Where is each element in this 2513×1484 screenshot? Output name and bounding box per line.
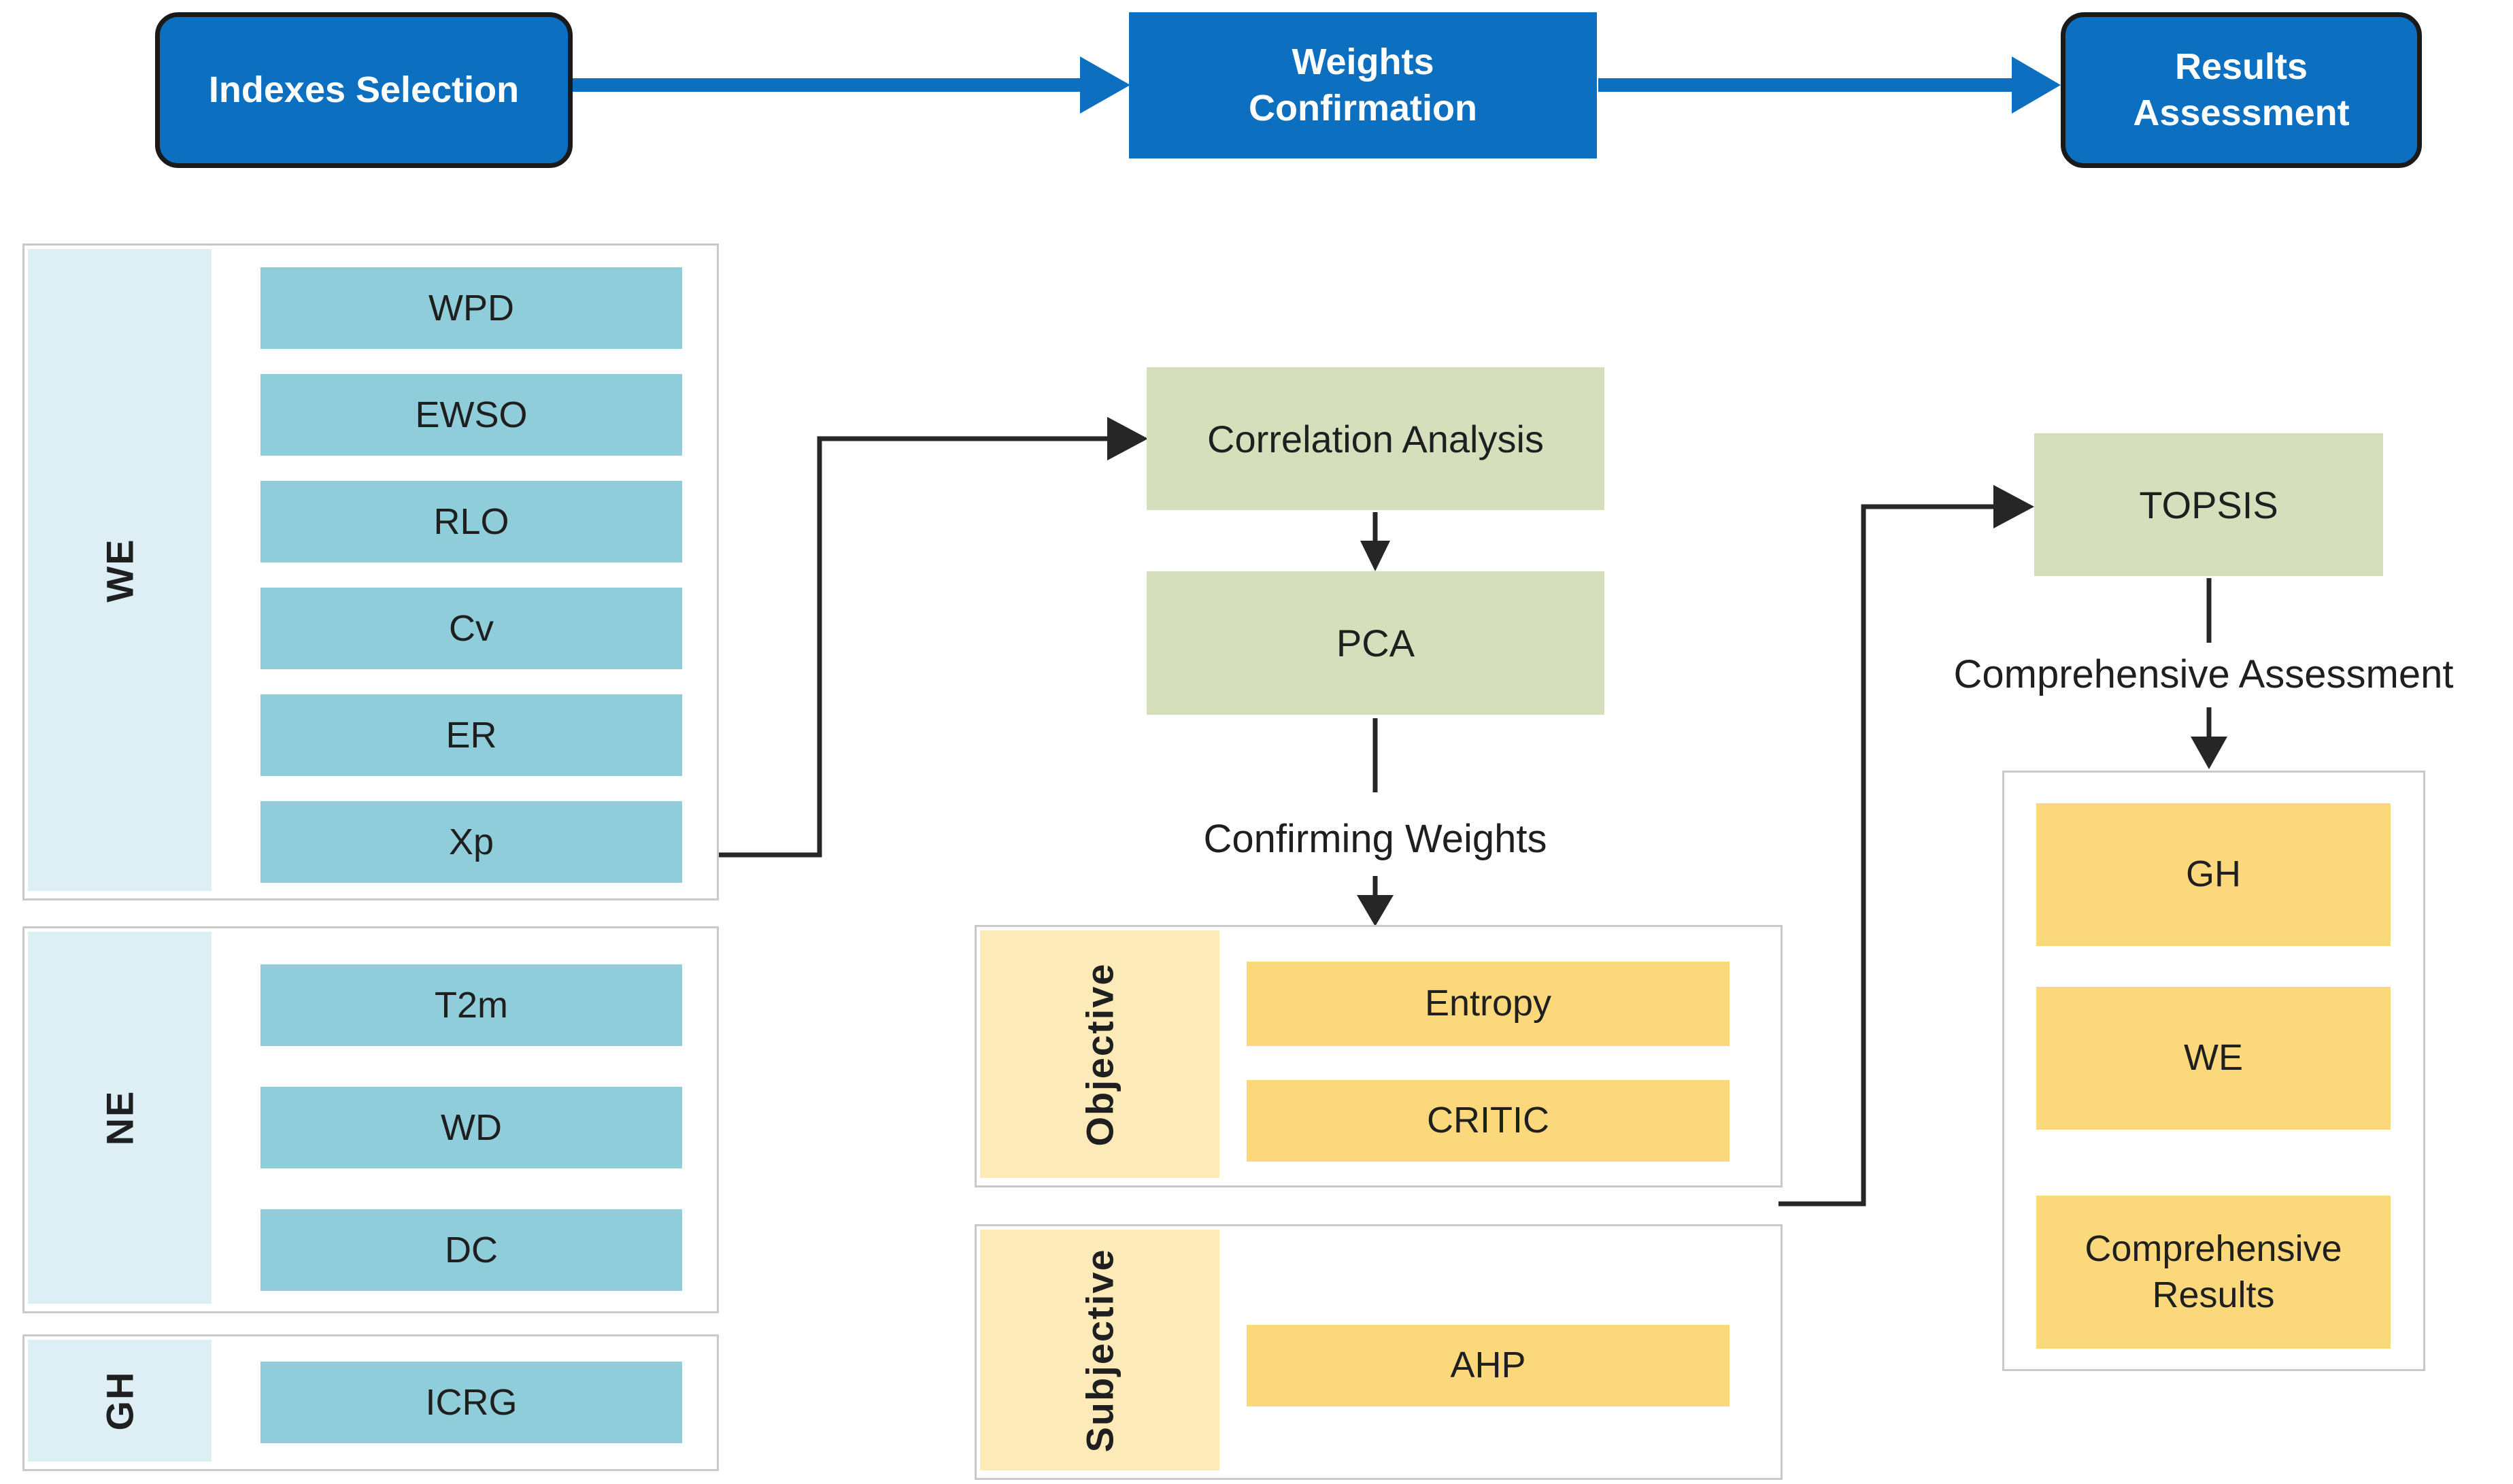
index-box-wpd: WPD bbox=[260, 267, 682, 349]
group-label-ne: NE bbox=[98, 1090, 141, 1146]
confirming-weights-label: Confirming Weights bbox=[1203, 817, 1547, 861]
topsis-box: TOPSIS bbox=[2034, 433, 2383, 576]
subjective-label: Subjective bbox=[1078, 1247, 1121, 1453]
correlation-to-pca-arrow bbox=[1360, 512, 1390, 571]
index-box-t2m: T2m bbox=[260, 964, 682, 1046]
indexes-group-ne: NE T2m WD DC bbox=[22, 926, 719, 1313]
indexes-group-we: WE WPD EWSO RLO Cv ER Xp bbox=[22, 243, 719, 900]
indexes-to-correlation-connector bbox=[715, 417, 1148, 858]
group-label-we: WE bbox=[98, 537, 141, 603]
objective-label: Objective bbox=[1078, 962, 1121, 1147]
step-results-assessment: Results Assessment bbox=[2061, 12, 2422, 168]
indexes-group-gh: GH ICRG bbox=[22, 1334, 719, 1471]
index-box-wd: WD bbox=[260, 1087, 682, 1168]
index-box-icrg: ICRG bbox=[260, 1362, 682, 1443]
group-label-strip-we: WE bbox=[28, 249, 212, 891]
result-box-gh: GH bbox=[2036, 803, 2391, 946]
result-box-comprehensive-results: Comprehensive Results bbox=[2036, 1196, 2391, 1349]
index-box-ewso: EWSO bbox=[260, 374, 682, 456]
objective-label-strip: Objective bbox=[980, 930, 1219, 1178]
pca-box: PCA bbox=[1147, 571, 1604, 715]
ahp-box: AHP bbox=[1247, 1325, 1730, 1406]
objective-methods-panel: Objective Entropy CRITIC bbox=[975, 925, 1783, 1187]
index-box-er: ER bbox=[260, 694, 682, 776]
comprehensive-assessment-label: Comprehensive Assessment bbox=[1953, 652, 2454, 696]
results-panel: GH WE Comprehensive Results bbox=[2002, 771, 2425, 1371]
index-box-rlo: RLO bbox=[260, 481, 682, 562]
group-label-strip-gh: GH bbox=[28, 1340, 212, 1462]
index-box-dc: DC bbox=[260, 1209, 682, 1291]
header-flow-arrow-1 bbox=[566, 56, 1130, 114]
entropy-box: Entropy bbox=[1247, 962, 1730, 1046]
subjective-methods-panel: Subjective AHP bbox=[975, 1224, 1783, 1480]
result-box-we: WE bbox=[2036, 987, 2391, 1130]
step-weights-confirmation: Weights Confirmation bbox=[1129, 12, 1597, 158]
group-label-strip-ne: NE bbox=[28, 932, 212, 1304]
correlation-analysis-box: Correlation Analysis bbox=[1147, 367, 1604, 510]
header-flow-arrow-2 bbox=[1598, 56, 2061, 114]
group-label-gh: GH bbox=[98, 1370, 141, 1431]
critic-box: CRITIC bbox=[1247, 1080, 1730, 1162]
subjective-label-strip: Subjective bbox=[980, 1230, 1219, 1470]
index-box-cv: Cv bbox=[260, 588, 682, 669]
index-box-xp: Xp bbox=[260, 801, 682, 883]
methods-to-topsis-connector bbox=[1778, 485, 2034, 1207]
step-indexes-selection: Indexes Selection bbox=[155, 12, 573, 168]
